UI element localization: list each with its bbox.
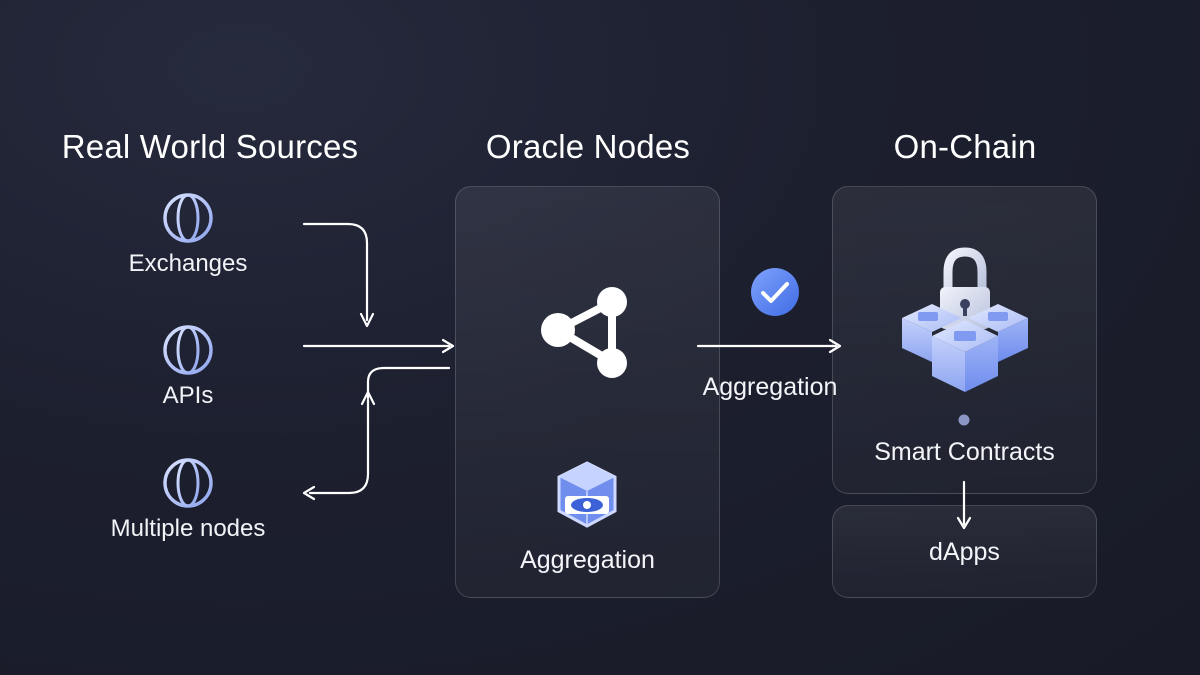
globe-icon [163,193,213,243]
source-multiple-nodes: Multiple nodes [60,455,316,543]
globe-icon [163,458,213,508]
transfer-aggregation-label: Aggregation [702,373,838,401]
arrow-exchanges [302,222,375,328]
sources-column-title: Real World Sources [61,128,359,165]
eye-cube-icon [557,461,617,528]
dapps-label: dApps [929,538,1000,566]
lock-blocks-icon [902,247,1028,392]
oracle-nodes-panel [455,186,720,598]
network-nodes-icon [541,287,627,378]
arrow-apis [302,338,455,354]
source-apis: APIs [60,322,316,410]
arrow-to-dapps [956,480,972,530]
arrow-to-onchain [696,338,842,354]
source-exchanges: Exchanges [60,190,316,278]
status-dot [958,414,970,426]
checkmark-icon [751,268,799,316]
oracle-column-title: Oracle Nodes [485,128,691,165]
globe-icon [163,325,213,375]
arrow-multiple-nodes [302,366,451,501]
source-label: APIs [162,382,214,409]
oracle-aggregation-label: Aggregation [520,546,655,574]
source-label: Exchanges [128,250,248,277]
onchain-column-title: On-Chain [893,128,1037,165]
source-label: Multiple nodes [110,515,266,542]
smart-contracts-label: Smart Contracts [874,438,1055,466]
